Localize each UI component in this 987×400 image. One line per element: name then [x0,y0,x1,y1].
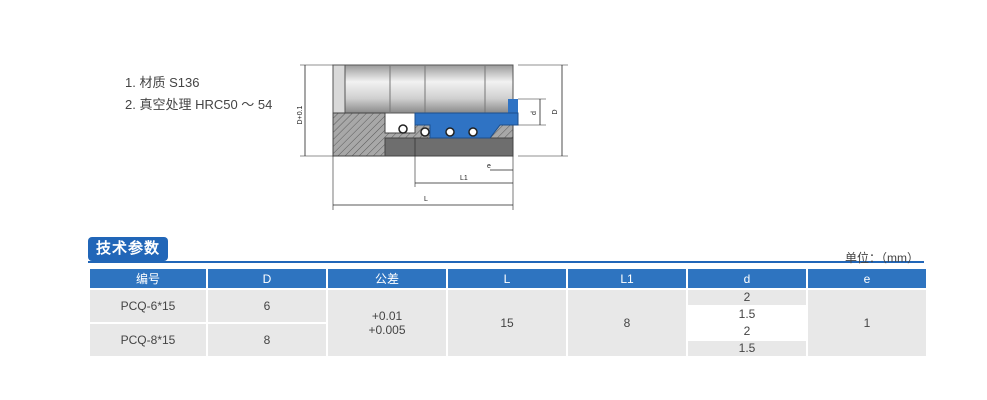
cell-d-inner: 2 [688,290,806,305]
header-l: L [448,269,566,288]
cell-tolerance: +0.01 +0.005 [328,290,446,356]
header-d-outer: D [208,269,326,288]
cell-d-outer: 6 [208,290,326,322]
cell-l: 15 [448,290,566,356]
unit-label: 单位：（mm） [845,251,919,265]
part-drawing: D+0.1 D d e L1 L [297,64,568,210]
cell-e: 1 [808,290,926,356]
tolerance-upper: +0.01 [371,309,403,323]
section-divider [88,261,924,263]
cell-d-outer: 8 [208,324,326,356]
header-e: e [808,269,926,288]
tolerance-lower: +0.005 [368,323,406,337]
dim-label-d-outer: D [552,109,559,114]
cell-d-inner: 1.5 [688,341,806,356]
header-d-inner: d [688,269,806,288]
cell-code: PCQ-6*15 [90,290,206,322]
section-title: 技术参数 [88,237,169,261]
cell-l1: 8 [568,290,686,356]
table-header-row: 编号 D 公差 L L1 d e [90,269,926,288]
note-material: 1. 材质 S136 [125,75,200,90]
cell-d-inner: 2 [688,324,806,339]
dim-label-l: L [424,196,428,203]
cell-code: PCQ-8*15 [90,324,206,356]
dim-label-d-inner: d [531,111,538,115]
header-l1: L1 [568,269,686,288]
dim-label-l1: L1 [460,175,468,182]
table-row: PCQ-8*15 8 2 [90,324,926,356]
notes: 1. 材质 S136 2. 真空处理 HRC50 ～ 54 [125,72,272,116]
header-tolerance: 公差 [328,269,446,288]
blue-insert [414,112,519,139]
table-row: PCQ-6*15 6 +0.01 +0.005 15 8 2 1 [90,290,926,356]
dim-label-e: e [487,163,491,170]
spec-table: 编号 D 公差 L L1 d e PCQ-6*15 6 +0.01 +0.005… [88,267,928,358]
cell-d-inner: 1.5 [688,307,806,322]
cylinder-exterior [332,64,514,114]
dim-label-d-phi: D+0.1 [297,105,304,124]
note-heat-treatment: 2. 真空处理 HRC50 ～ 54 [125,97,273,112]
header-code: 编号 [90,269,206,288]
spring-coil [398,124,408,134]
